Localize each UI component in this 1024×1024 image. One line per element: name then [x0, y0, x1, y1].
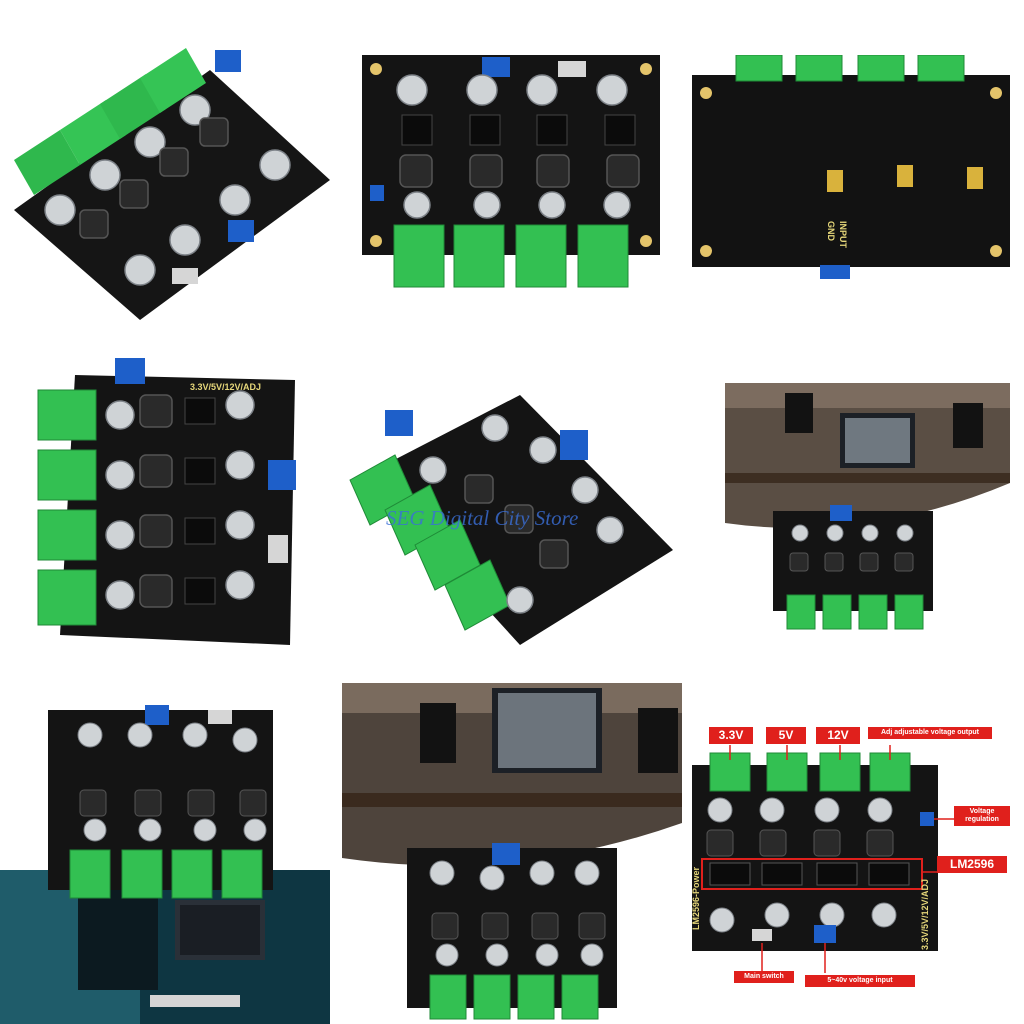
- trim-potentiometer: [370, 185, 384, 201]
- switch: [268, 535, 288, 563]
- green-terminal-blocks: [14, 48, 206, 195]
- trim-potentiometer: [920, 812, 934, 826]
- switch: [172, 268, 198, 284]
- green-terminal-blocks: [735, 55, 965, 82]
- inductors: [464, 474, 569, 569]
- capacitors: [105, 390, 255, 610]
- product-photo-rotated[interactable]: 3.3V/5V/12V/ADJ: [20, 350, 305, 650]
- silk-board-label: 3.3V/5V/12V/ADJ: [920, 879, 930, 950]
- green-terminal-blocks: [786, 594, 924, 630]
- product-photo-angled-top-left[interactable]: [0, 30, 340, 320]
- inductors: [79, 117, 229, 239]
- green-terminal-blocks: [393, 224, 629, 288]
- regulator-chips: [184, 397, 216, 605]
- monitor: [78, 890, 158, 990]
- silk-gnd-label: GND: [826, 221, 836, 242]
- inductors: [79, 789, 267, 817]
- silk-input-label: INPUT: [838, 221, 848, 249]
- inductors: [431, 912, 606, 940]
- speaker: [785, 393, 813, 433]
- product-photo-angled-center[interactable]: [345, 390, 675, 655]
- green-terminal-blocks: [69, 849, 263, 899]
- callout-5v: 5V: [766, 727, 806, 744]
- blue-terminal: [830, 505, 852, 521]
- callout-adj-output: Adj adjustable voltage output: [868, 727, 992, 739]
- blue-terminal: [268, 460, 296, 490]
- annotated-board-diagram[interactable]: LM2596-Power 3.3V/5V/12V/ADJ 3.3V 5V 12V…: [692, 705, 1024, 1005]
- callout-3-3v: 3.3V: [709, 727, 753, 744]
- regulator-chips: [401, 114, 636, 146]
- callout-lm2596: LM2596: [937, 856, 1007, 873]
- product-photo-top-view[interactable]: [362, 55, 660, 291]
- pcb-board: [14, 70, 330, 320]
- inductors: [139, 394, 173, 608]
- callout-leader-lines: [729, 745, 954, 973]
- silk-board-name: LM2596-Power: [692, 866, 701, 930]
- lifestyle-photo-dark-room[interactable]: [0, 705, 330, 1024]
- switch: [752, 929, 772, 941]
- green-terminal-blocks: [37, 389, 97, 626]
- blue-terminal: [228, 220, 254, 242]
- desk: [342, 793, 682, 807]
- capacitors: [791, 524, 914, 542]
- lm2596-highlight-box: [701, 858, 923, 890]
- desk: [725, 473, 1010, 483]
- solder-pads: [827, 165, 983, 192]
- capacitors: [707, 797, 897, 933]
- blue-terminal: [492, 843, 520, 865]
- callout-12v: 12V: [816, 727, 860, 744]
- inductors: [706, 829, 894, 857]
- regulator-chips: [709, 862, 910, 886]
- lifestyle-photo-studio[interactable]: [725, 383, 1010, 645]
- blue-terminal: [814, 925, 836, 943]
- callout-voltage-input: 5~40v voltage input: [805, 975, 915, 987]
- speaker: [953, 403, 983, 448]
- silk-board-label: 3.3V/5V/12V/ADJ: [190, 382, 261, 392]
- switch: [558, 61, 586, 77]
- speaker: [638, 708, 678, 773]
- callout-main-switch: Main switch: [734, 971, 794, 983]
- capacitors: [44, 94, 291, 286]
- blue-terminal: [820, 265, 850, 279]
- blue-terminal: [560, 430, 588, 460]
- product-photo-back-side[interactable]: INPUT GND: [692, 55, 1010, 283]
- blue-terminal: [385, 410, 413, 436]
- capacitors: [77, 722, 267, 842]
- keyboard: [150, 995, 240, 1007]
- pcb-board: [692, 75, 1010, 267]
- blue-terminal: [145, 705, 169, 725]
- capacitors: [429, 860, 604, 967]
- capacitors: [419, 414, 624, 614]
- inductors: [789, 552, 914, 572]
- lifestyle-photo-studio-large[interactable]: [342, 683, 682, 1024]
- green-terminal-blocks: [709, 752, 911, 792]
- callout-voltage-regulation: Voltage regulation: [954, 806, 1010, 826]
- green-terminal-blocks: [429, 974, 599, 1020]
- inductors: [399, 154, 640, 188]
- watermark-text: SEG Digital City Store: [386, 506, 579, 530]
- switch: [208, 710, 232, 724]
- speaker: [420, 703, 456, 763]
- green-terminal-blocks: [349, 454, 511, 631]
- blue-terminal: [115, 358, 145, 384]
- capacitors: [396, 74, 631, 219]
- blue-terminal: [215, 50, 241, 72]
- blue-terminal: [482, 57, 510, 77]
